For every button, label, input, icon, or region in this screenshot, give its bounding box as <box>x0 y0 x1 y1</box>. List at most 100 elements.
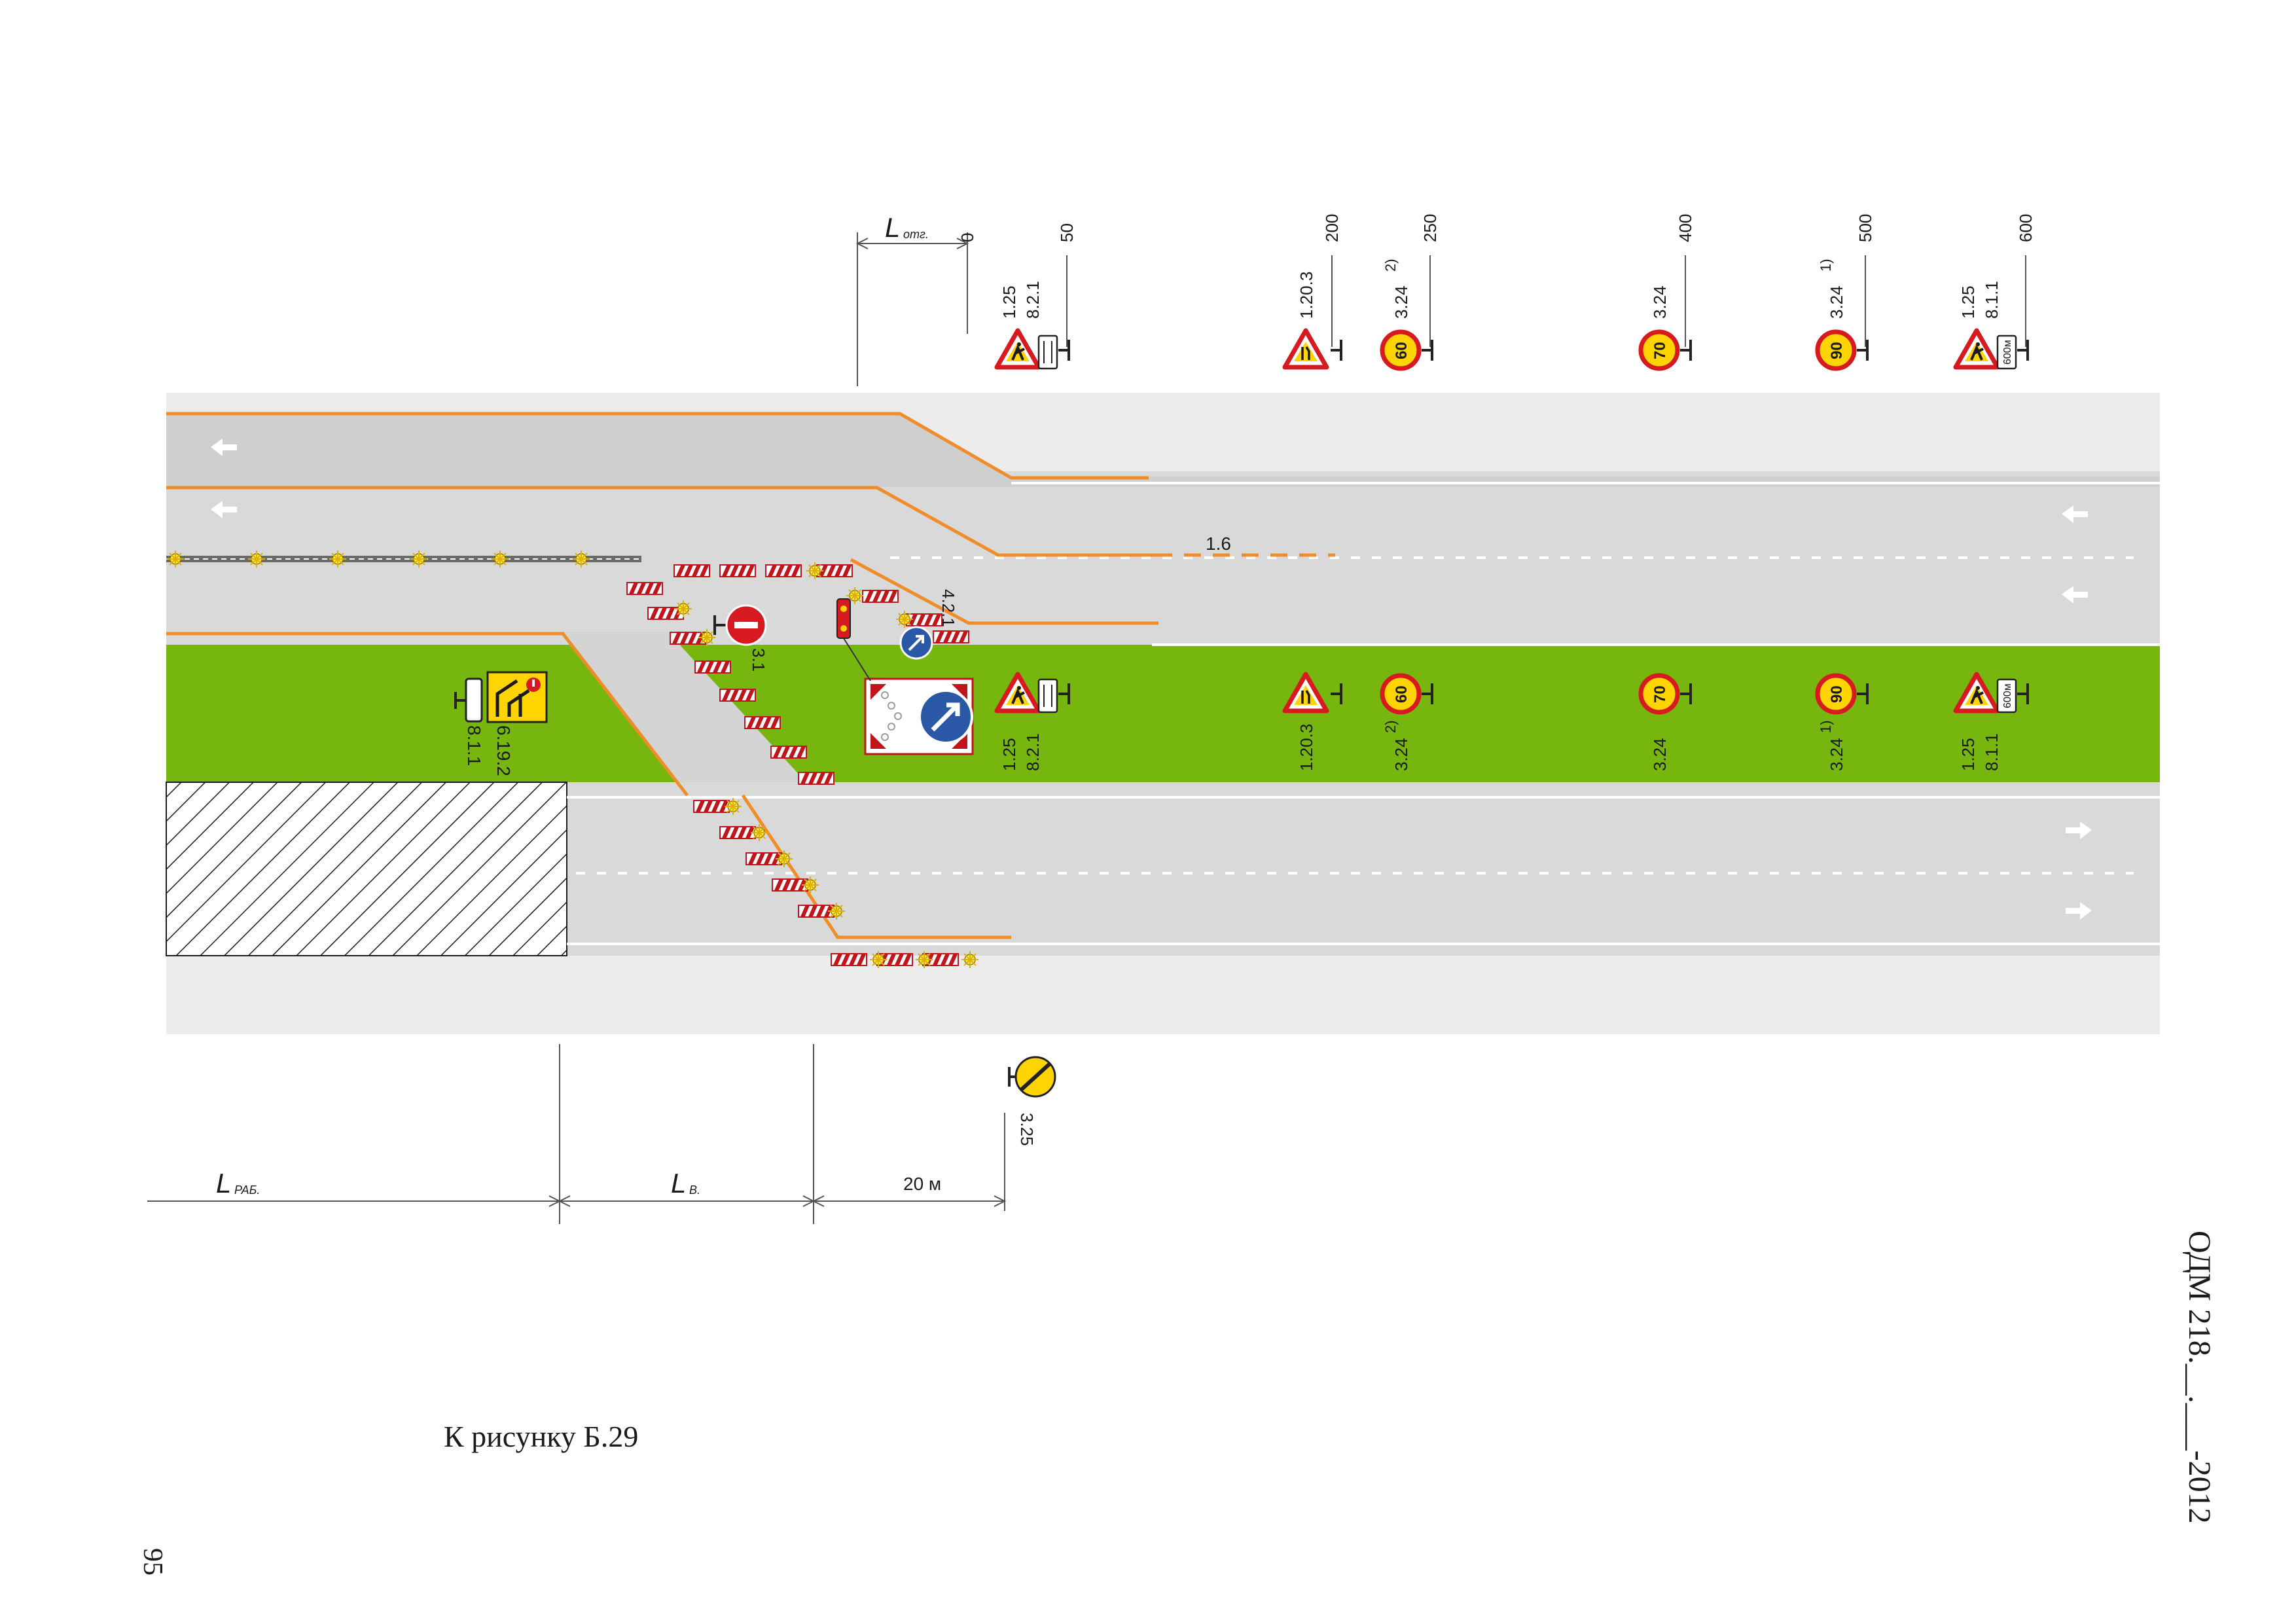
distance-scale: L отг. 0 50 200 250 400 500 600 <box>855 212 2036 386</box>
hatched-work-area <box>166 782 567 956</box>
sign-code: 8.1.1 <box>1982 281 2001 319</box>
end-of-limits-sign: 3.25 <box>1008 1056 1056 1146</box>
info-plate <box>1037 334 1058 370</box>
speed-limit-icon <box>1380 329 1422 371</box>
barrier-block <box>771 746 806 758</box>
sign-code: 4.2.1 <box>939 589 958 627</box>
sign-footnote: 1) <box>1818 720 1834 733</box>
bottom-dimensions <box>147 1044 1007 1224</box>
l-rab-sub: РАБ. <box>234 1183 260 1197</box>
barrier-block <box>627 583 662 594</box>
speed-value: 70 <box>1651 685 1669 703</box>
sign-code: 6.19.2 <box>493 725 514 776</box>
temporary-markings <box>166 412 1335 939</box>
arrow-left-icon <box>2062 505 2088 523</box>
distance-plate <box>465 677 483 723</box>
speed-sign: 703.24 <box>1638 285 1692 371</box>
speed-sign: 903.241) <box>1815 259 1869 371</box>
speed-sign: 603.242) <box>1380 259 1433 371</box>
lane-markings <box>567 482 2160 945</box>
sign-footnote: 2) <box>1382 259 1399 272</box>
info-plate <box>1037 678 1058 713</box>
speed-value: 90 <box>1828 685 1846 703</box>
speed-limit-icon <box>1638 329 1680 371</box>
page-number: 95 <box>137 1548 168 1576</box>
speed-limit-icon <box>1380 673 1422 715</box>
barrier-block <box>933 631 969 643</box>
narrowing-sign: 1.20.3 <box>1282 672 1342 771</box>
info-plate <box>1996 334 2017 370</box>
speed-sign: 90 3.24 1) <box>1815 673 1869 771</box>
sign-code: 3.24 <box>1650 285 1670 319</box>
barrier-block <box>694 801 729 812</box>
speed-limit-icon <box>1815 329 1857 371</box>
barrier-block <box>695 661 730 673</box>
barrier-block <box>720 827 755 839</box>
arrow-right-icon <box>2066 821 2092 839</box>
sign-code: 1.25 <box>1958 285 1978 319</box>
median-crossover <box>563 632 818 795</box>
distance-mark: 400 <box>1676 214 1695 242</box>
narrowing-sign: 1.20.3 <box>1282 272 1342 370</box>
barrier-block <box>863 590 898 602</box>
arrow-left-icon <box>211 439 237 456</box>
speed-value: 60 <box>1393 685 1410 703</box>
speed-value: 90 <box>1828 342 1846 359</box>
distance-mark: 50 <box>1057 223 1077 242</box>
barrier-block <box>798 772 834 784</box>
sign-code: 8.1.1 <box>1982 733 2001 771</box>
traffic-light-icon <box>836 598 871 681</box>
no-entry-sign: 3.1 <box>713 604 768 672</box>
sign-code: 8.2.1 <box>1023 733 1043 771</box>
sign-footnote: 1) <box>1818 259 1834 272</box>
info-plate <box>1996 678 2017 713</box>
plate-text: 600м <box>2002 340 2013 365</box>
keep-right-sign: 4.2.1 <box>899 589 958 660</box>
bottom-shoulder <box>166 956 2160 1034</box>
sign-code: 3.1 <box>749 648 768 672</box>
guard-rail <box>166 550 641 568</box>
distance-mark: 200 <box>1322 214 1342 242</box>
mobile-signal-unit <box>864 677 974 755</box>
sign-code: 1.25 <box>1958 738 1978 771</box>
closed-lane-area <box>166 412 2160 487</box>
distance-mark: 250 <box>1420 214 1440 242</box>
l-otg-label: L <box>885 212 900 243</box>
l-rab-label: L <box>216 1168 231 1199</box>
l-otg-sub: отг. <box>903 228 929 241</box>
barrier-block <box>766 565 801 577</box>
plate-text: 600м <box>2002 683 2013 708</box>
direction-arrows <box>211 439 2092 920</box>
arrow-right-icon <box>2066 902 2092 920</box>
speed-limit-icon <box>1638 673 1680 715</box>
sign-code: 3.24 <box>1391 738 1411 771</box>
speed-value: 60 <box>1393 342 1410 359</box>
barrier-block <box>745 717 780 729</box>
sign-code: 3.25 <box>1017 1113 1037 1146</box>
sign-code: 1.25 <box>999 285 1019 319</box>
barrier-block <box>720 689 755 701</box>
arrow-left-icon <box>2062 586 2088 604</box>
speed-value: 70 <box>1651 342 1669 359</box>
speed-sign: 703.24 <box>1638 673 1692 771</box>
sign-code: 1.25 <box>999 738 1019 771</box>
sign-code: 3.24 <box>1827 738 1846 771</box>
distance-mark: 500 <box>1856 214 1875 242</box>
document-code: ОДМ 218.__.___-2012 <box>2182 1231 2217 1524</box>
distance-mark: 600 <box>2016 214 2036 242</box>
speed-sign: 60 3.24 2) <box>1380 673 1433 771</box>
speed-limit-icon <box>1815 673 1857 715</box>
sign-footnote: 2) <box>1382 720 1399 733</box>
figure-caption: К рисунку Б.29 <box>444 1420 638 1453</box>
sign-code: 3.24 <box>1650 738 1670 771</box>
l-v-sub: В. <box>689 1183 700 1197</box>
detour-sign: 8.1.1 6.19.2 <box>454 671 548 776</box>
distance-mark: 0 <box>958 233 977 242</box>
barrier-block <box>831 954 867 965</box>
